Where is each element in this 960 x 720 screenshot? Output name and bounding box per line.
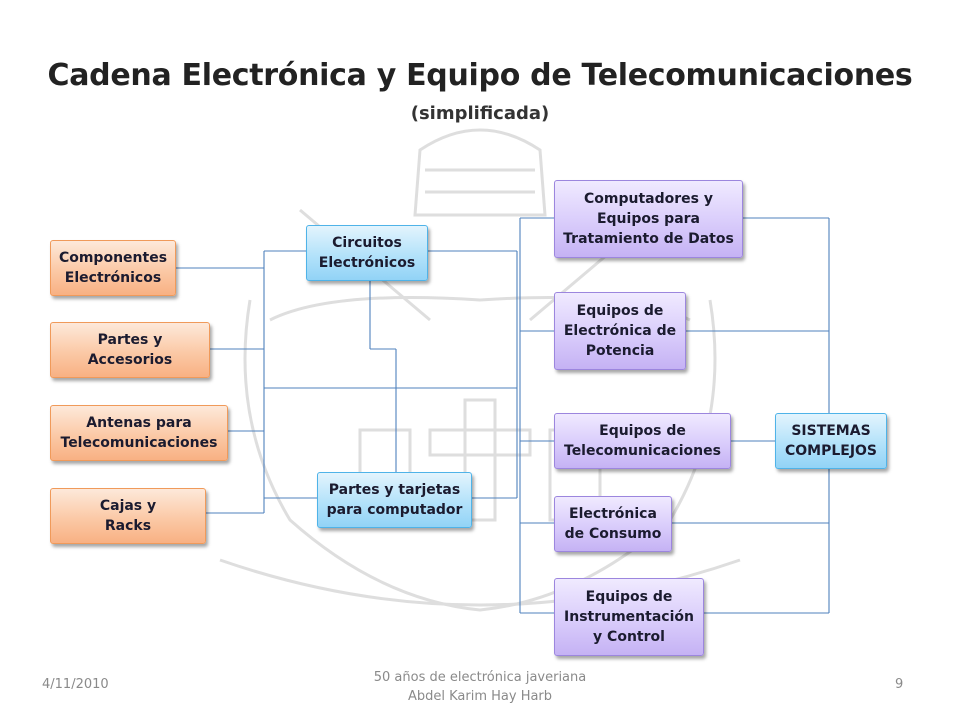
box-antenas-telecomunicaciones: Antenas para Telecomunicaciones — [50, 405, 228, 461]
box-partes-accesorios: Partes y Accesorios — [50, 322, 210, 378]
slide-subtitle: (simplificada) — [410, 103, 550, 124]
box-equipos-telecomunicaciones: Equipos de Telecomunicaciones — [554, 413, 731, 469]
box-componentes-electronicos: Componentes Electrónicos — [50, 240, 176, 296]
box-electronica-potencia: Equipos de Electrónica de Potencia — [554, 292, 686, 370]
footer-center-text: 50 años de electrónica javeriana Abdel K… — [373, 670, 587, 704]
box-partes-tarjetas-computador: Partes y tarjetas para computador — [317, 472, 472, 528]
box-computadores-tratamiento-datos: Computadores y Equipos para Tratamiento … — [554, 180, 743, 258]
slide-number: 9 — [895, 677, 904, 692]
box-cajas-racks: Cajas y Racks — [50, 488, 206, 544]
footer-date: 4/11/2010 — [42, 677, 109, 692]
box-circuitos-electronicos: Circuitos Electrónicos — [306, 225, 428, 281]
slide-title: Cadena Electrónica y Equipo de Telecomun… — [47, 58, 913, 93]
box-electronica-consumo: Electrónica de Consumo — [554, 496, 672, 552]
box-sistemas-complejos: SISTEMAS COMPLEJOS — [775, 413, 887, 469]
box-instrumentacion-control: Equipos de Instrumentación y Control — [554, 578, 704, 656]
